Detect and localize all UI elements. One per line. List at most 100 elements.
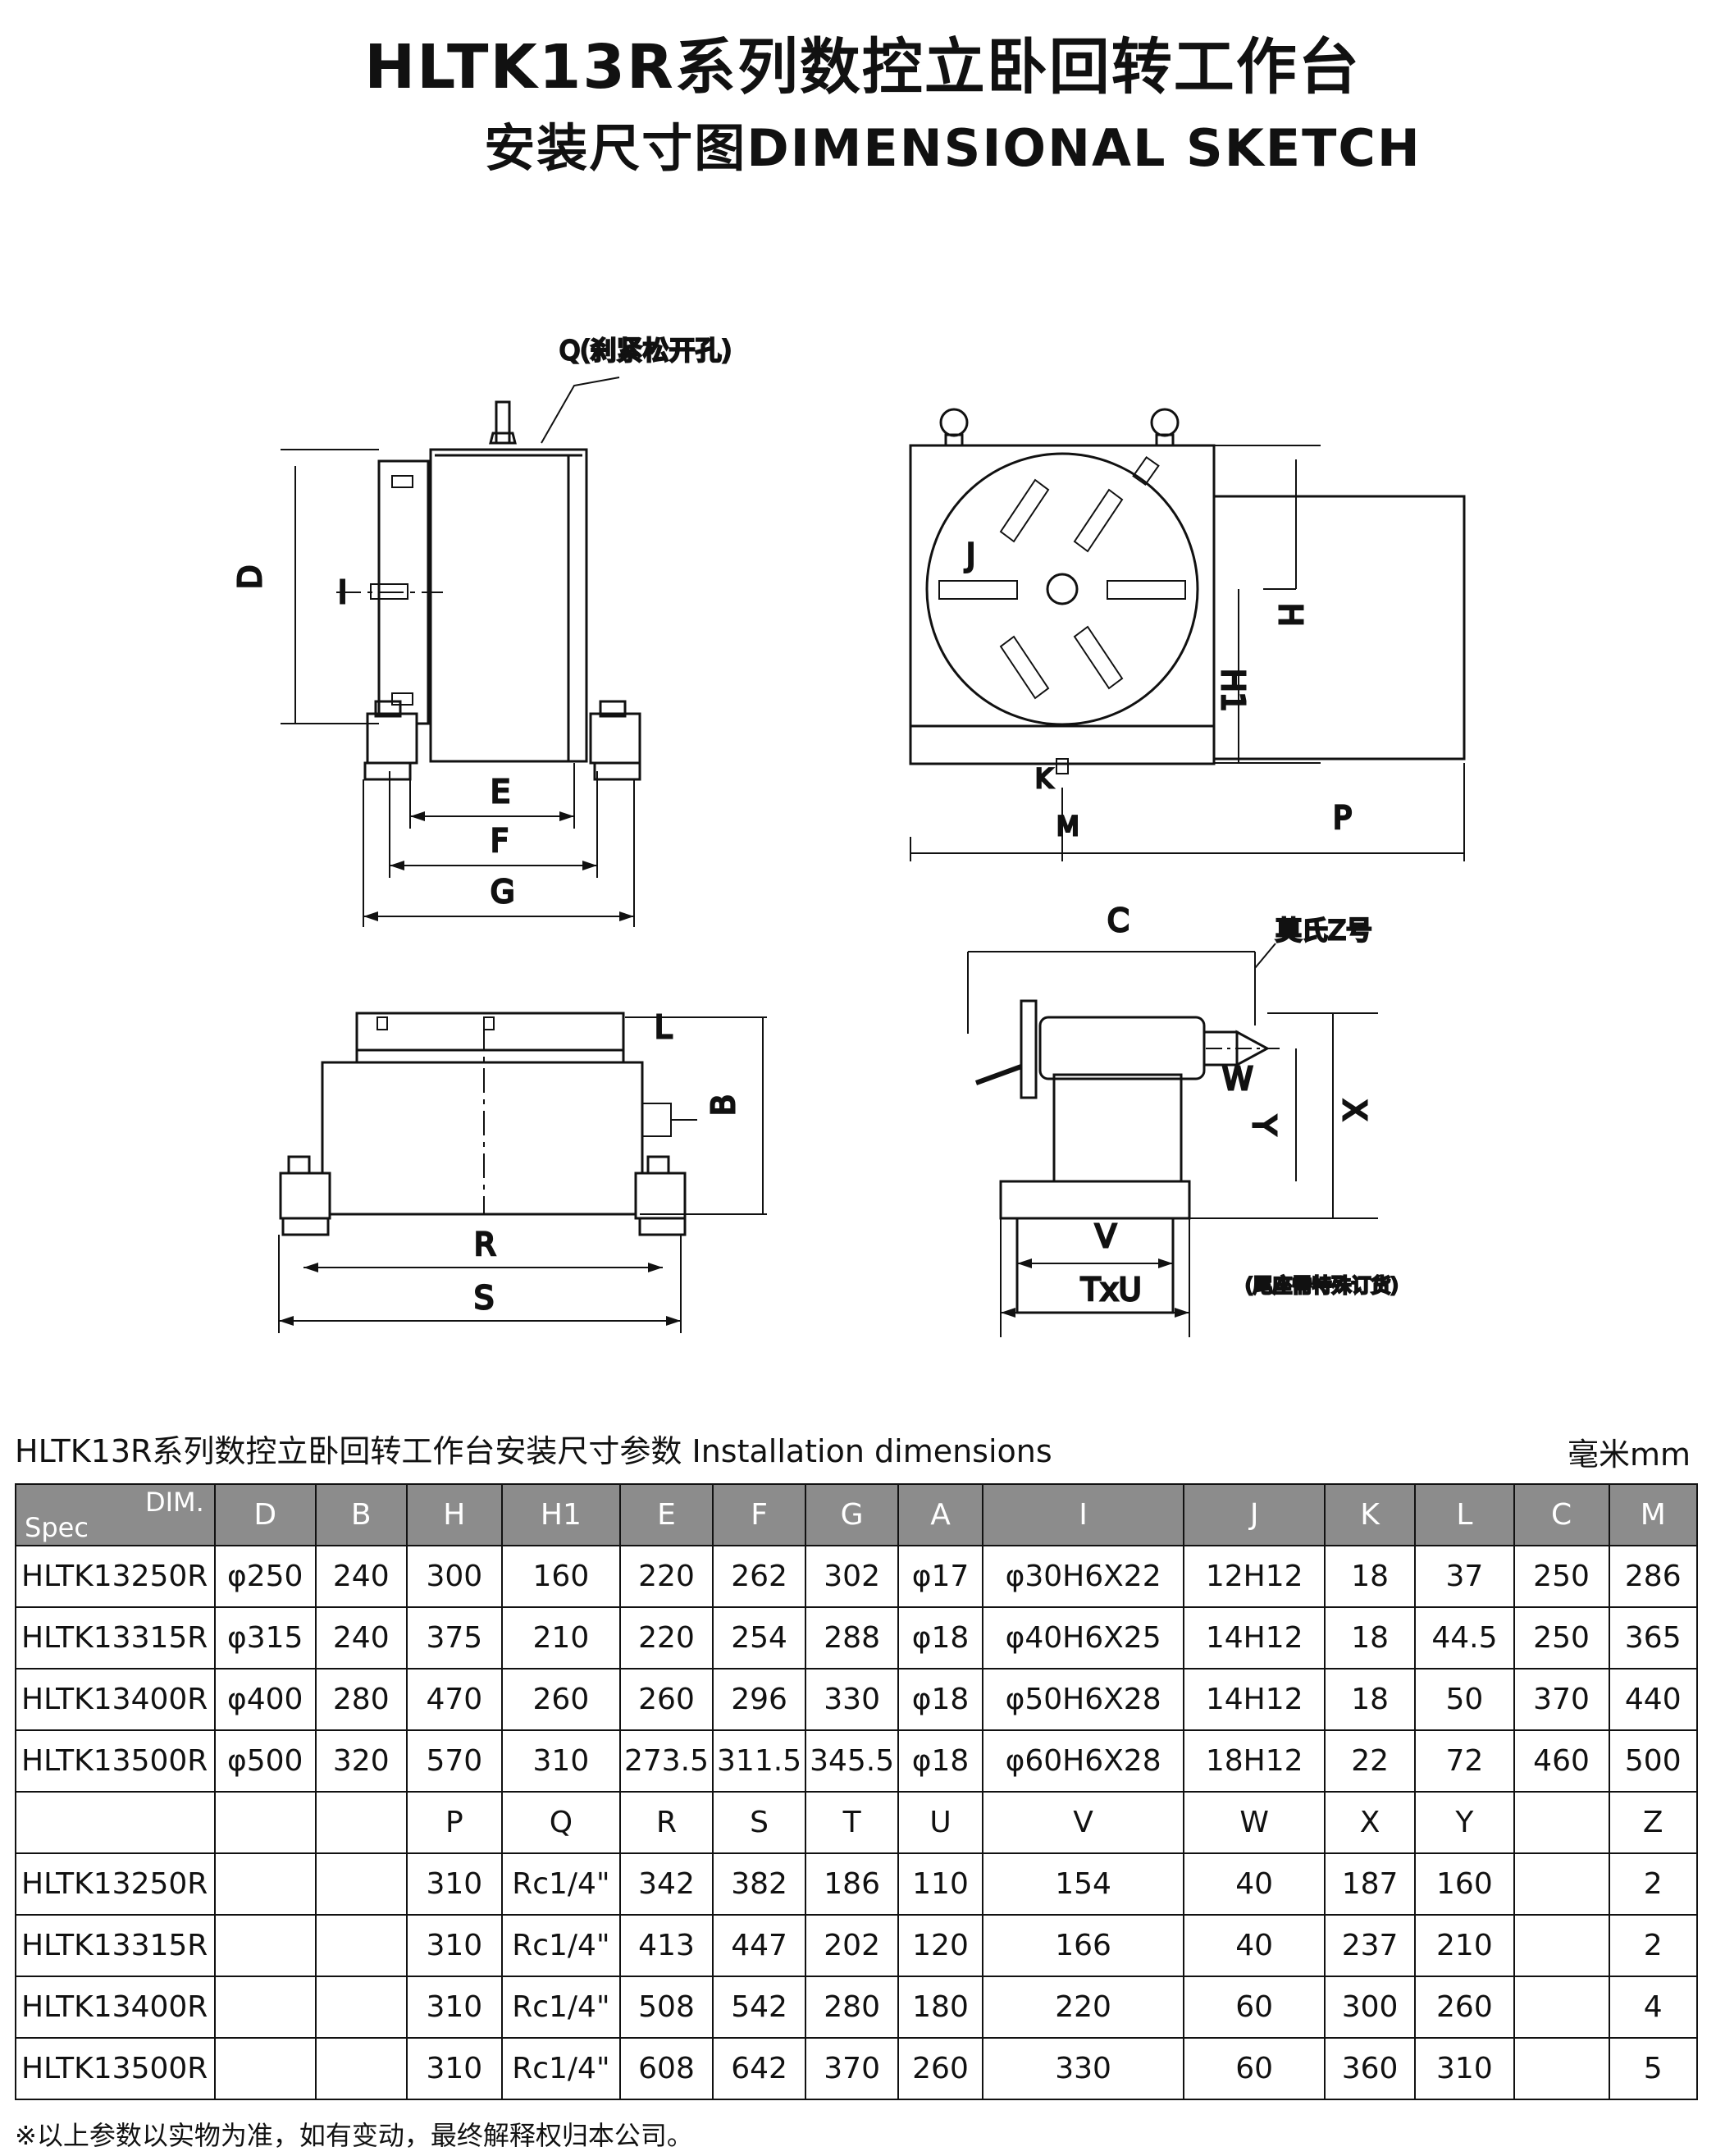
column-header: P — [405, 1791, 503, 1854]
value-cell: 365 — [1608, 1606, 1698, 1670]
tailstock-view — [967, 943, 1378, 1337]
label-e: E — [491, 774, 510, 810]
table-caption: HLTK13R系列数控立卧回转工作台安装尺寸参数 Installation di… — [15, 1433, 1052, 1469]
value-cell: 202 — [805, 1914, 900, 1977]
column-header: S — [712, 1791, 807, 1854]
column-header: Y — [1414, 1791, 1515, 1854]
face-view — [909, 408, 1466, 861]
column-header: M — [1608, 1483, 1698, 1546]
label-morse: 莫氏Z号 — [1275, 915, 1372, 946]
value-cell: 5 — [1608, 2037, 1698, 2100]
value-cell: 642 — [712, 2037, 807, 2100]
column-header: D — [213, 1483, 317, 1546]
value-cell: 370 — [805, 2037, 900, 2100]
value-cell: 18 — [1323, 1668, 1417, 1731]
column-header: C — [1513, 1483, 1610, 1546]
model-cell: HLTK13315R — [15, 1606, 216, 1670]
label-g: G — [491, 874, 514, 910]
column-header — [314, 1791, 408, 1854]
label-l: L — [655, 1009, 672, 1045]
value-cell: 310 — [405, 1852, 503, 1916]
label-h1: H1 — [1215, 669, 1251, 712]
label-i: I — [338, 574, 347, 610]
value-cell: φ500 — [213, 1729, 317, 1793]
value-cell: 154 — [981, 1852, 1185, 1916]
label-k: K — [1035, 763, 1053, 794]
column-header: Z — [1608, 1791, 1698, 1854]
value-cell: 2 — [1608, 1914, 1698, 1977]
column-header: E — [618, 1483, 714, 1546]
value-cell: 22 — [1323, 1729, 1417, 1793]
value-cell — [314, 1914, 408, 1977]
value-cell: φ50H6X28 — [981, 1668, 1185, 1731]
value-cell: 18 — [1323, 1606, 1417, 1670]
label-b: B — [705, 1094, 742, 1116]
value-cell: 14H12 — [1183, 1668, 1326, 1731]
value-cell: 413 — [618, 1914, 714, 1977]
value-cell: 508 — [618, 1976, 714, 2039]
column-header: X — [1323, 1791, 1417, 1854]
value-cell: 345.5 — [805, 1729, 900, 1793]
corner-dim-label: DIM. — [144, 1487, 204, 1518]
value-cell: 250 — [1513, 1606, 1610, 1670]
value-cell: 210 — [1414, 1914, 1515, 1977]
value-cell: 120 — [897, 1914, 983, 1977]
value-cell: 300 — [1323, 1976, 1417, 2039]
empty-cell — [15, 1791, 216, 1854]
value-cell: 370 — [1513, 1668, 1610, 1731]
value-cell: 2 — [1608, 1852, 1698, 1916]
value-cell: 310 — [405, 2037, 503, 2100]
value-cell: 220 — [618, 1545, 714, 1608]
value-cell: 302 — [805, 1545, 900, 1608]
value-cell: 608 — [618, 2037, 714, 2100]
dimensional-sketch: Q(刹紧松开孔) D I E F G J H H1 K M P L B R S … — [231, 334, 1466, 1337]
column-header: F — [712, 1483, 807, 1546]
value-cell: 262 — [712, 1545, 807, 1608]
value-cell: 110 — [897, 1852, 983, 1916]
value-cell: φ18 — [897, 1606, 983, 1670]
value-cell: 180 — [897, 1976, 983, 2039]
label-q: Q(刹紧松开孔) — [559, 335, 732, 366]
column-header: A — [897, 1483, 983, 1546]
value-cell: 60 — [1183, 1976, 1326, 2039]
column-header: G — [805, 1483, 900, 1546]
model-cell: HLTK13500R — [15, 1729, 216, 1793]
column-header: U — [897, 1791, 983, 1854]
column-header: I — [981, 1483, 1185, 1546]
value-cell: 286 — [1608, 1545, 1698, 1608]
column-header: R — [618, 1791, 714, 1854]
value-cell: 14H12 — [1183, 1606, 1326, 1670]
label-w: W — [1222, 1061, 1253, 1097]
value-cell: 210 — [500, 1606, 621, 1670]
corner-spec-label: Spec — [25, 1512, 89, 1543]
value-cell — [1513, 1976, 1610, 2039]
value-cell — [314, 1976, 408, 2039]
value-cell: φ250 — [213, 1545, 317, 1608]
value-cell: 320 — [314, 1729, 408, 1793]
value-cell: 40 — [1183, 1852, 1326, 1916]
value-cell: 160 — [1414, 1852, 1515, 1916]
value-cell — [213, 1976, 317, 2039]
value-cell: 220 — [618, 1606, 714, 1670]
value-cell: 254 — [712, 1606, 807, 1670]
value-cell: 60 — [1183, 2037, 1326, 2100]
value-cell: 18H12 — [1183, 1729, 1326, 1793]
column-header: H — [405, 1483, 503, 1546]
value-cell: 40 — [1183, 1914, 1326, 1977]
model-cell: HLTK13250R — [15, 1545, 216, 1608]
value-cell: 470 — [405, 1668, 503, 1731]
value-cell: 447 — [712, 1914, 807, 1977]
value-cell: 440 — [1608, 1668, 1698, 1731]
value-cell: Rc1/4" — [500, 2037, 621, 2100]
label-p: P — [1333, 800, 1352, 836]
value-cell: φ18 — [897, 1668, 983, 1731]
value-cell: φ60H6X28 — [981, 1729, 1185, 1793]
value-cell: 330 — [981, 2037, 1185, 2100]
